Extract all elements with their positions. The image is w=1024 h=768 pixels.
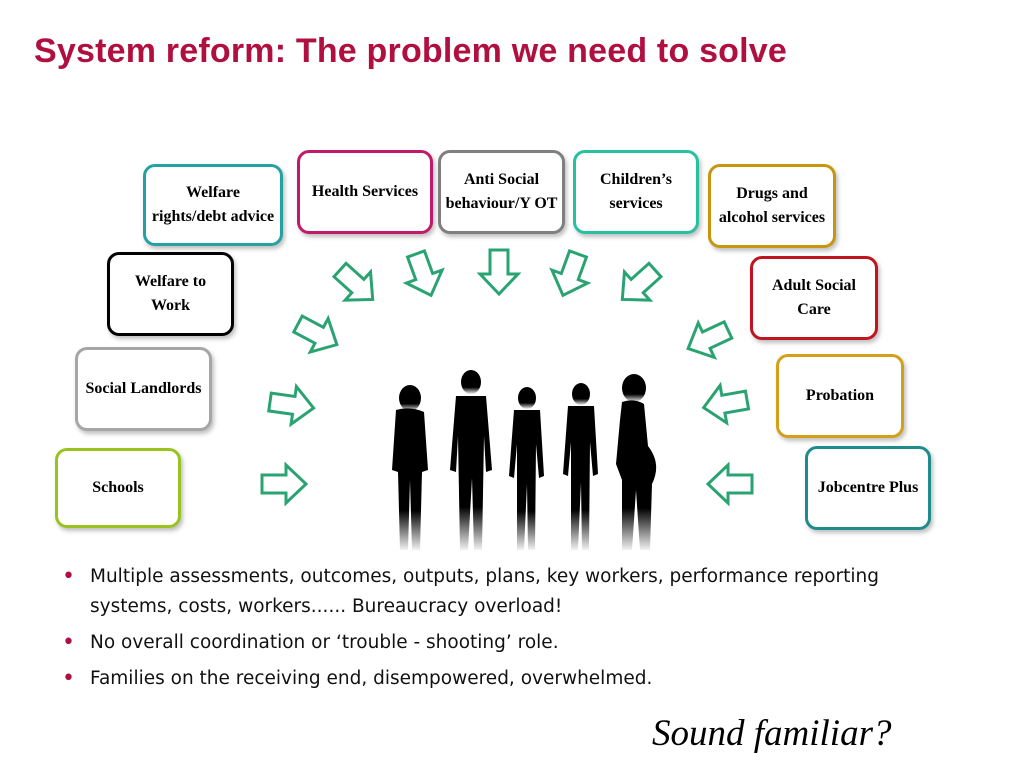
service-label: Adult Social Care	[771, 277, 856, 318]
arrow-left-icon	[706, 463, 754, 505]
service-label: Schools	[92, 479, 144, 496]
service-box-probation: Probation	[776, 354, 904, 438]
arrow-down-left-icon	[678, 311, 738, 368]
arrow-right-icon	[260, 463, 308, 505]
service-label: Drugs and alcohol services	[718, 185, 826, 226]
slide-title: System reform: The problem we need to so…	[34, 32, 788, 70]
arrow-right-icon	[265, 381, 318, 429]
service-box-health-services: Health Services	[297, 150, 433, 234]
person-silhouette-icon	[509, 387, 544, 550]
bullet-list: Multiple assessments, outcomes, outputs,…	[62, 562, 922, 700]
arrow-down-right-icon	[325, 254, 387, 316]
sound-familiar-caption: Sound familiar?	[652, 713, 892, 754]
person-silhouette-icon	[392, 385, 428, 550]
arrow-left-icon	[698, 379, 752, 428]
service-label: Health Services	[311, 183, 419, 200]
person-silhouette-icon	[616, 374, 657, 550]
arrow-down-icon	[396, 246, 451, 304]
service-box-adult-social-care: Adult Social Care	[750, 256, 878, 340]
arrow-down-icon	[543, 246, 598, 304]
service-box-welfare-rights: Welfare rights/debt advice	[143, 164, 283, 246]
service-box-childrens-services: Children’s services	[573, 150, 699, 234]
arrow-down-icon	[478, 248, 520, 296]
service-label: Anti Social behaviour/Y OT	[445, 171, 558, 212]
service-box-welfare-to-work: Welfare to Work	[107, 252, 234, 336]
service-box-social-landlords: Social Landlords	[75, 347, 212, 431]
service-label: Welfare to Work	[134, 273, 207, 314]
arrow-down-left-icon	[608, 254, 670, 316]
person-silhouette-icon	[450, 370, 492, 550]
bullet-item: Multiple assessments, outcomes, outputs,…	[62, 562, 922, 622]
service-label: Children’s services	[599, 171, 672, 212]
bullet-item: Families on the receiving end, disempowe…	[62, 664, 922, 694]
service-label: Welfare rights/debt advice	[151, 184, 275, 225]
service-label: Probation	[805, 387, 875, 404]
family-silhouettes	[392, 370, 657, 550]
person-silhouette-icon	[563, 383, 598, 550]
service-label: Social Landlords	[85, 380, 202, 397]
service-box-schools: Schools	[55, 448, 181, 528]
arrow-down-right-icon	[287, 305, 348, 363]
service-box-drugs-alcohol: Drugs and alcohol services	[708, 164, 836, 248]
bullet-item: No overall coordination or ‘trouble - sh…	[62, 628, 922, 658]
service-label: Jobcentre Plus	[817, 479, 919, 496]
service-box-anti-social: Anti Social behaviour/Y OT	[438, 150, 565, 234]
service-box-jobcentre-plus: Jobcentre Plus	[805, 446, 931, 530]
